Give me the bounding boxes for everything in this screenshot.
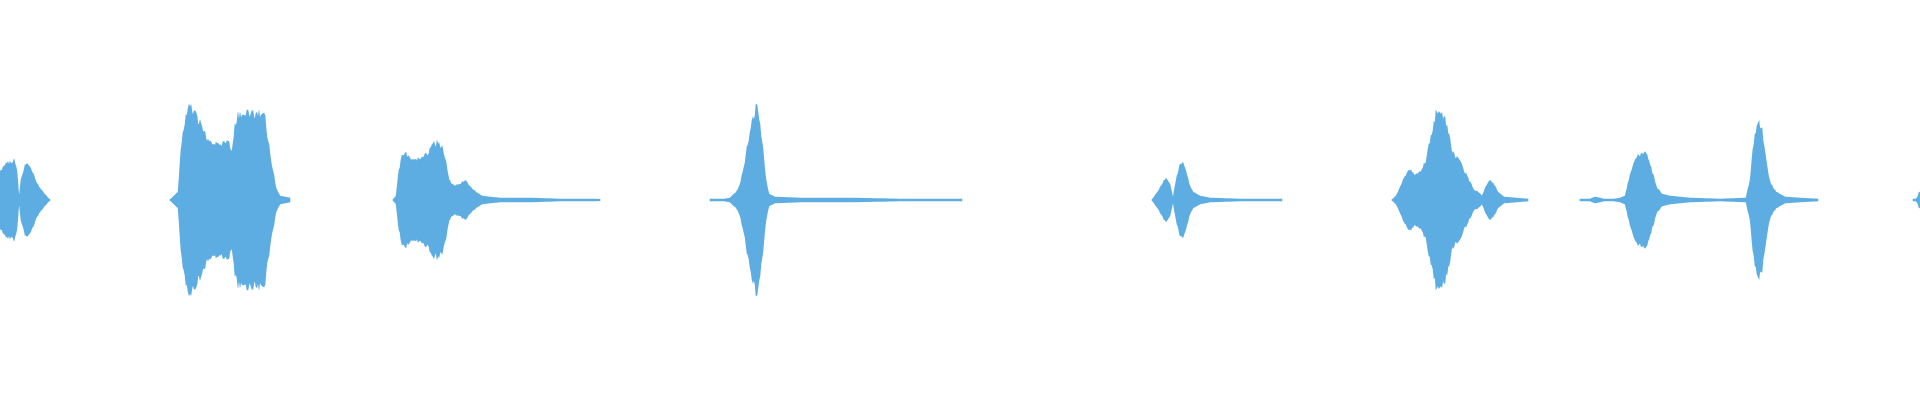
burst-7	[1579, 119, 1819, 281]
waveform-bursts	[0, 103, 1920, 297]
burst-4	[709, 103, 963, 297]
burst-2	[169, 103, 291, 297]
burst-8	[1912, 191, 1920, 209]
burst-6	[1391, 109, 1529, 291]
burst-5	[1151, 161, 1283, 239]
burst-1	[0, 158, 51, 242]
burst-3	[392, 140, 601, 260]
